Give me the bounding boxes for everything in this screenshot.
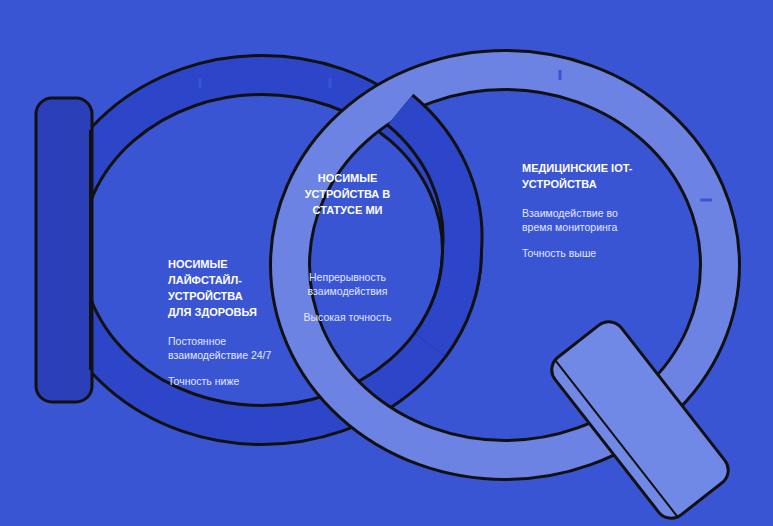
region-note: Непрерывность взаимодействия bbox=[302, 270, 394, 298]
stitch bbox=[559, 70, 562, 80]
region-heading: НОСИМЫЕ УСТРОЙСТВА В СТАТУСЕ МИ bbox=[300, 170, 395, 218]
left-band bbox=[62, 75, 462, 425]
stitch-marks bbox=[200, 70, 712, 200]
left-region: НОСИМЫЕ ЛАЙФСТАЙЛ- УСТРОЙСТВА ДЛЯ ЗДОРОВ… bbox=[168, 256, 303, 388]
region-note: Высокая точность bbox=[304, 310, 392, 324]
right-screen-body bbox=[545, 315, 734, 524]
right-screen bbox=[545, 315, 734, 524]
region-heading: МЕДИЦИНСКИЕ IOT-УСТРОЙСТВА bbox=[522, 160, 637, 192]
overlap-region: НОСИМЫЕ УСТРОЙСТВА В СТАТУСЕ МИ Непрерывн… bbox=[285, 170, 410, 324]
region-note: Постоянное взаимодействие 24/7 bbox=[168, 334, 298, 362]
region-note: Взаимодействие во время мониторинга bbox=[522, 206, 647, 234]
stitch bbox=[199, 78, 202, 88]
screen-edge bbox=[555, 360, 678, 518]
stitch bbox=[700, 199, 712, 202]
left-band bbox=[400, 110, 463, 345]
right-region: МЕДИЦИНСКИЕ IOT-УСТРОЙСТВА Взаимодействие… bbox=[522, 160, 652, 260]
band-outline bbox=[62, 75, 462, 425]
region-note: Точность ниже bbox=[168, 374, 298, 388]
band-outline bbox=[400, 110, 463, 345]
region-heading: НОСИМЫЕ ЛАЙФСТАЙЛ- УСТРОЙСТВА ДЛЯ ЗДОРОВ… bbox=[168, 256, 268, 320]
stitch bbox=[329, 78, 332, 88]
left-screen bbox=[36, 98, 92, 402]
region-note: Точность выше bbox=[522, 246, 647, 260]
screen-edge bbox=[89, 130, 91, 370]
